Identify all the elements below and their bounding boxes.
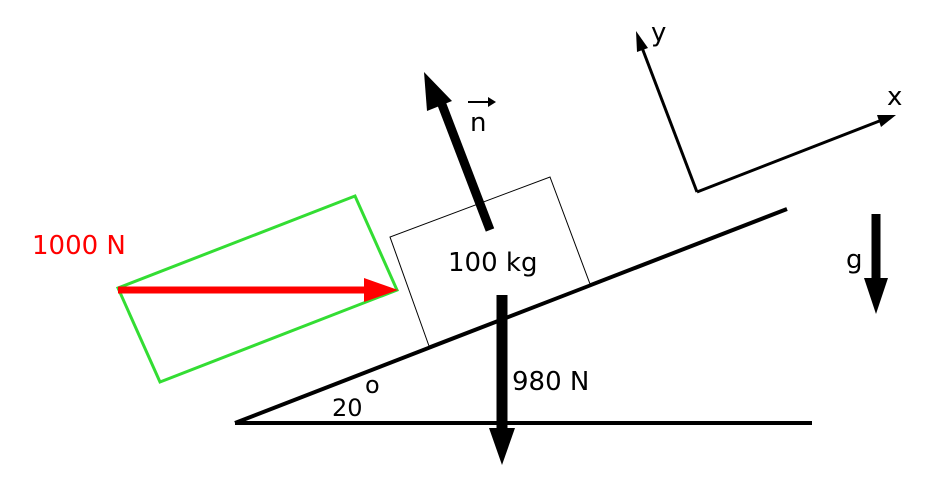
applied-force-arrow-head: [364, 278, 398, 302]
axis-x-line: [696, 118, 883, 194]
axis-y-line: [639, 44, 699, 193]
normal-force-label: n: [470, 108, 486, 138]
angle-degree-symbol: o: [365, 371, 380, 399]
gravity-arrow-head: [864, 278, 888, 314]
normal-force-arrow-head: [424, 72, 452, 111]
angle-label: 20: [332, 394, 363, 422]
weight-label: 980 N: [512, 367, 589, 397]
incline-slope-line: [234, 207, 788, 425]
axis-x-label: x: [887, 82, 902, 112]
block-100kg: [389, 176, 591, 347]
mass-label: 100 kg: [448, 248, 537, 278]
weight-arrow-head: [489, 428, 515, 465]
axis-x-arrow-head: [877, 115, 896, 127]
normal-force-arrow-shaft: [436, 100, 495, 232]
axis-y-label: y: [651, 18, 666, 48]
axis-y-arrow-head: [636, 31, 648, 52]
gravity-label: g: [846, 245, 863, 275]
normal-vector-bar-head: [488, 97, 496, 107]
applied-force-label: 1000 N: [32, 231, 126, 261]
